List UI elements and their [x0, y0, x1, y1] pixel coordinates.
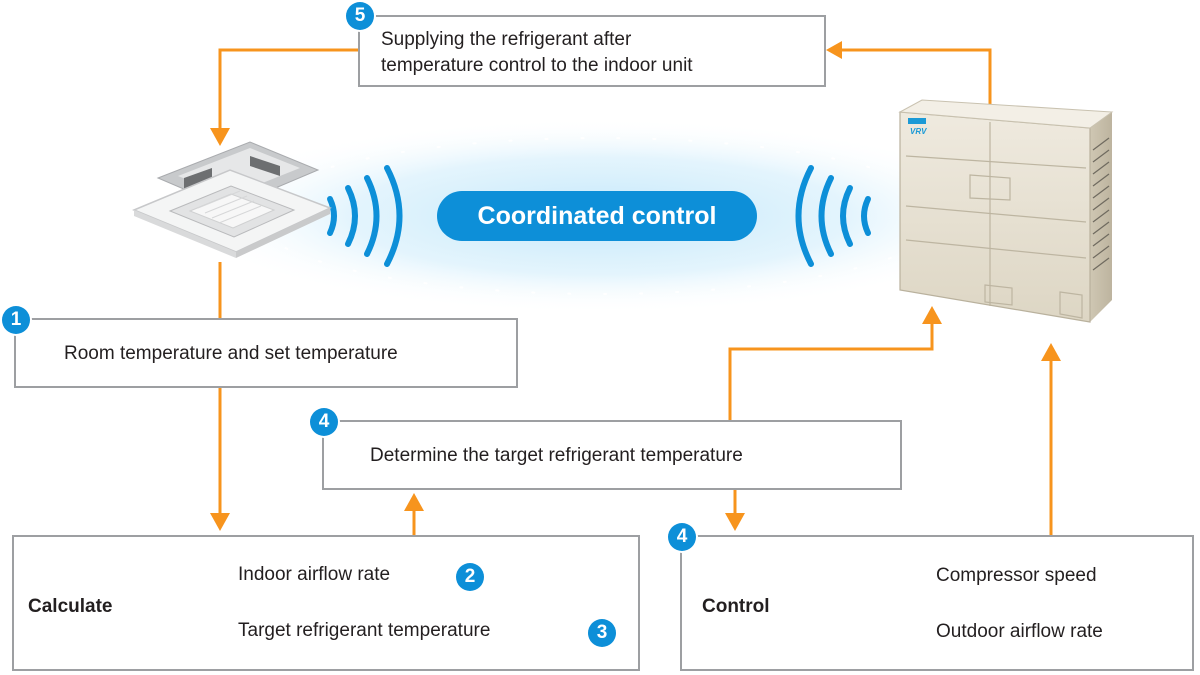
- step4-target-box: [322, 420, 902, 490]
- signal-waves-left-icon: [327, 165, 403, 267]
- calculate-box: [12, 535, 640, 671]
- svg-text:VRV: VRV: [910, 127, 927, 136]
- calculate-item-target-temp: Target refrigerant temperature: [238, 620, 491, 641]
- control-title: Control: [702, 596, 770, 617]
- step5-line2: temperature control to the indoor unit: [381, 55, 693, 76]
- calculate-item-target-temp-badge: 3: [588, 619, 616, 647]
- signal-waves-right-icon: [795, 165, 871, 267]
- calculate-title: Calculate: [28, 596, 113, 617]
- arrowhead-target: [404, 493, 424, 511]
- arrowhead-control: [725, 513, 745, 531]
- arrow-target-to-outdoor: [728, 322, 934, 420]
- arrowhead-calculate: [210, 513, 230, 531]
- step5-line1: Supplying the refrigerant after: [381, 29, 632, 50]
- arrow-step5-to-indoor: [218, 48, 358, 132]
- step5-box: [358, 15, 826, 87]
- calculate-item-airflow: Indoor airflow rate: [238, 564, 391, 585]
- cassette-indoor-unit-icon: [132, 141, 332, 258]
- arrow-outdoor-to-step5: [840, 48, 992, 110]
- control-item-outdoor-airflow: Outdoor airflow rate: [936, 621, 1103, 642]
- arrowhead-indoor: [210, 128, 230, 146]
- step4-target-badge: 4: [310, 408, 338, 436]
- step1-text: Room temperature and set temperature: [64, 343, 398, 364]
- control-item-compressor: Compressor speed: [936, 565, 1097, 586]
- control-box: [680, 535, 1194, 671]
- step1-box: [14, 318, 518, 388]
- step5-badge: 5: [346, 2, 374, 30]
- arrowhead-outdoor-right: [1041, 343, 1061, 361]
- control-badge: 4: [668, 523, 696, 551]
- arrowhead-step5: [826, 41, 842, 59]
- step1-badge: 1: [2, 306, 30, 334]
- step4-target-text: Determine the target refrigerant tempera…: [370, 445, 743, 466]
- vrv-outdoor-unit-icon: VRV: [898, 99, 1114, 323]
- arrowhead-outdoor-left: [922, 306, 942, 324]
- coordinated-control-label: Coordinated control: [437, 191, 757, 241]
- calculate-item-airflow-badge: 2: [456, 563, 484, 591]
